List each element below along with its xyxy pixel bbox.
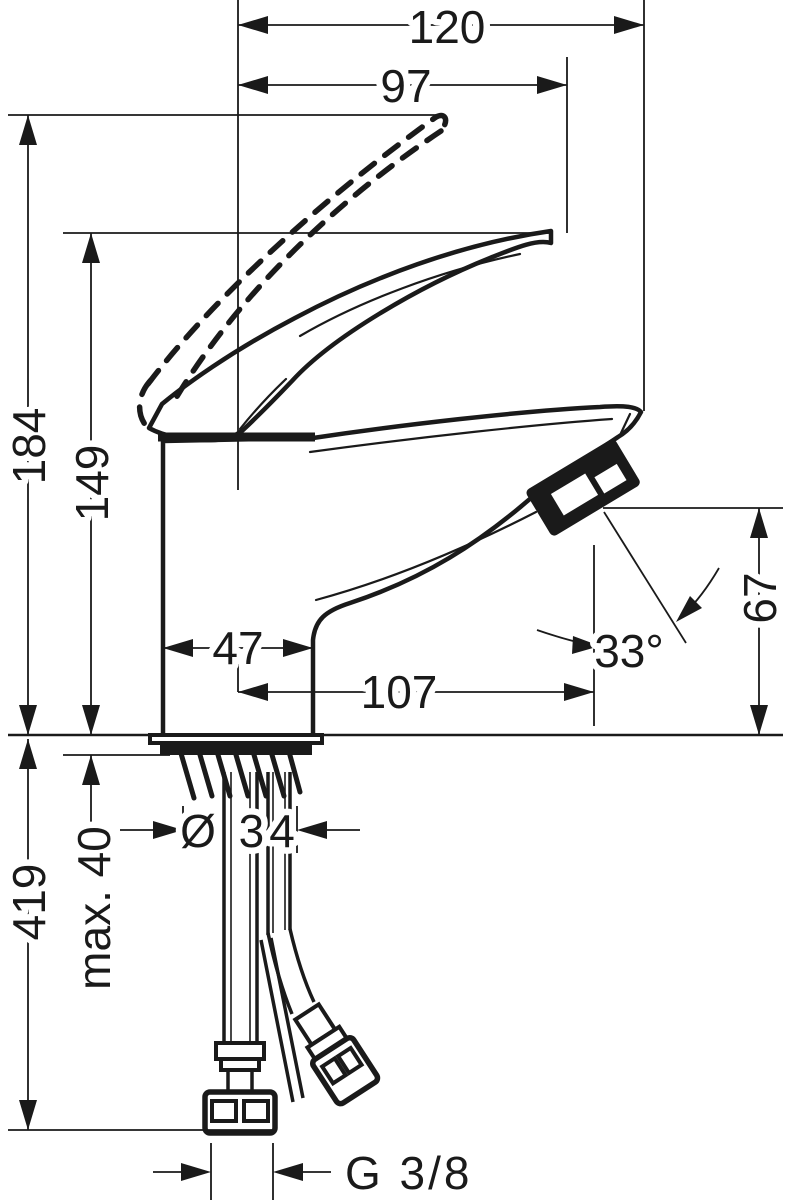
arrowhead <box>273 1163 303 1181</box>
aerator <box>526 439 640 536</box>
arrowhead <box>238 76 268 94</box>
tick-line-thread <box>210 1143 274 1200</box>
arrowhead <box>163 639 193 657</box>
arrowhead <box>19 1100 37 1130</box>
arrowhead <box>82 705 100 735</box>
arrowhead <box>537 76 567 94</box>
arrowhead <box>614 16 644 34</box>
handle-raised-dashed-inner <box>173 128 444 401</box>
shank-hatching <box>177 745 303 801</box>
supply-hose-right <box>259 772 381 1107</box>
arrowhead <box>181 1163 211 1181</box>
handle-raised-dashed-tip <box>433 112 449 134</box>
arrowhead <box>19 705 37 735</box>
arrowhead <box>153 821 183 839</box>
arrowhead <box>750 705 768 735</box>
arrowhead <box>238 683 268 701</box>
label-spray-angle: 33° <box>594 625 664 677</box>
reference-lines <box>8 0 783 1200</box>
label-spout-reach: 97 <box>380 60 431 112</box>
label-hose-length: 419 <box>3 864 55 941</box>
arrowhead <box>82 755 100 785</box>
arrowhead <box>82 233 100 263</box>
spout-inner-contour-top <box>308 412 632 454</box>
spout-inner-contour-bottom <box>314 510 538 602</box>
handle-raised-dashed-outer <box>145 114 439 387</box>
label-total-depth: 120 <box>409 1 486 53</box>
arrowhead <box>19 739 37 769</box>
label-height-raised: 184 <box>3 408 55 485</box>
arrowhead <box>283 639 313 657</box>
label-shank-diameter: Ø 34 <box>180 805 300 857</box>
arrowhead-angle-left <box>572 636 600 654</box>
arrowhead <box>564 683 594 701</box>
label-max-deck: max. 40 <box>68 826 120 990</box>
handle-lever <box>146 228 554 443</box>
leader-line-spray-angle <box>603 511 687 644</box>
arrowhead-angle-right <box>676 596 702 622</box>
arrowhead <box>238 16 268 34</box>
label-body-width: 47 <box>212 622 263 674</box>
arrowhead <box>297 821 327 839</box>
label-height-handle: 149 <box>66 445 118 522</box>
faucet-illustration <box>136 112 644 1136</box>
handle-inner-contour <box>238 252 522 431</box>
handle-raised-dashed-pivot-arc <box>136 377 154 433</box>
label-outlet-reach: 107 <box>361 666 438 718</box>
label-connection-thread: G 3/8 <box>345 1147 473 1199</box>
arrowhead <box>750 508 768 538</box>
label-outlet-height: 67 <box>734 572 786 623</box>
ext-line-shank <box>182 806 298 853</box>
supply-hose-left <box>202 772 278 1136</box>
arrowhead <box>19 115 37 145</box>
dimension-lines <box>19 16 768 1181</box>
